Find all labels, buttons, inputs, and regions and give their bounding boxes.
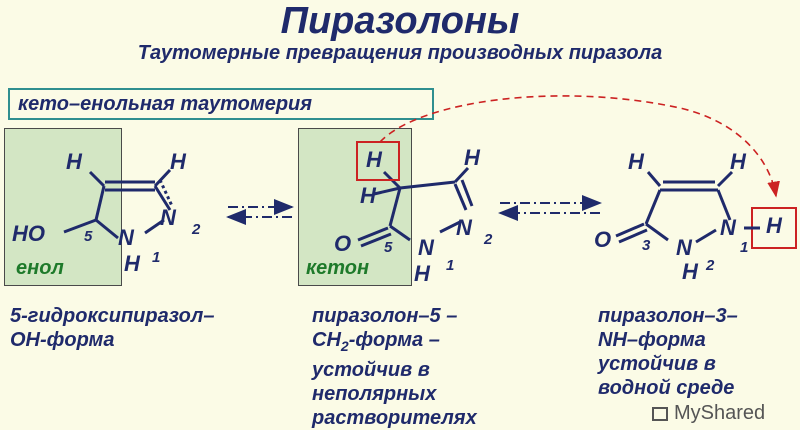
atom-n: N bbox=[720, 215, 736, 240]
equilibrium-arrow-2 bbox=[498, 195, 602, 221]
locant-1: 1 bbox=[152, 249, 161, 266]
bond bbox=[158, 179, 174, 207]
proton-migration-arrow bbox=[379, 95, 780, 198]
bond bbox=[460, 179, 474, 207]
enol-structure bbox=[63, 168, 174, 240]
atom-h: H bbox=[464, 145, 480, 170]
enol-desc-line: 5-гидроксипиразол– bbox=[10, 305, 215, 327]
atom-n: N bbox=[160, 205, 176, 230]
atom-h-highlighted: H bbox=[366, 147, 382, 172]
logo-icon bbox=[652, 407, 668, 421]
bond bbox=[695, 228, 717, 244]
myshared-logo[interactable]: MyShared bbox=[652, 402, 765, 425]
keton-panel bbox=[298, 128, 412, 286]
atom-h: H bbox=[414, 261, 430, 286]
bond bbox=[453, 183, 468, 211]
nh-structure bbox=[615, 170, 734, 244]
atom-h: H bbox=[360, 183, 376, 208]
locant-1: 1 bbox=[446, 257, 455, 274]
bond bbox=[615, 222, 645, 238]
keton-structure bbox=[357, 166, 474, 248]
locant-1: 1 bbox=[740, 239, 749, 256]
keton-desc-line: устойчив в bbox=[312, 359, 430, 381]
nh-desc-line: водной среде bbox=[598, 377, 735, 399]
keto-enol-label: кето–енольная таутомерия bbox=[8, 88, 434, 120]
highlight-h-box-left bbox=[356, 141, 400, 181]
atom-n: N bbox=[118, 225, 134, 250]
atom-h: H bbox=[628, 149, 644, 174]
subscript: 2 bbox=[340, 338, 349, 354]
equilibrium-arrow-1 bbox=[226, 199, 294, 225]
atom-h-highlighted: H bbox=[766, 213, 782, 238]
keton-desc-line: СН2-форма – bbox=[312, 328, 477, 358]
atom-o: O bbox=[594, 227, 612, 252]
nh-description: пиразолон–3– NH–форма устойчив в водной … bbox=[598, 304, 738, 400]
bond bbox=[95, 218, 119, 240]
atom-h: H bbox=[682, 259, 698, 284]
bond bbox=[357, 226, 389, 242]
bond bbox=[399, 180, 456, 190]
atom-h: H bbox=[124, 251, 140, 276]
atom-ho: HO bbox=[12, 221, 45, 246]
enol-desc-line: ОН-форма bbox=[10, 329, 115, 351]
bond bbox=[388, 187, 402, 227]
bond bbox=[618, 228, 648, 244]
keton-tag: кетон bbox=[306, 257, 370, 279]
atom-h: H bbox=[170, 149, 186, 174]
nh-desc-line: пиразолон–3– bbox=[598, 305, 738, 327]
ch-text: СН bbox=[312, 329, 341, 351]
locant-2: 2 bbox=[706, 257, 715, 274]
nh-desc-line: NH–форма bbox=[598, 329, 706, 351]
enol-description: 5-гидроксипиразол– ОН-форма bbox=[10, 304, 214, 352]
locant-2: 2 bbox=[192, 221, 201, 238]
bond bbox=[389, 224, 411, 242]
locant-5: 5 bbox=[84, 228, 93, 245]
atom-n: N bbox=[676, 235, 692, 260]
bond bbox=[644, 189, 662, 225]
bond bbox=[94, 185, 106, 221]
bond bbox=[716, 170, 734, 188]
bond bbox=[153, 168, 172, 188]
bond bbox=[646, 171, 662, 187]
logo-text: MyShared bbox=[674, 402, 766, 424]
bond bbox=[144, 218, 165, 235]
atom-o: O bbox=[334, 231, 352, 256]
atom-n: N bbox=[418, 235, 434, 260]
bond bbox=[453, 166, 470, 184]
keton-desc-line: растворителях bbox=[312, 407, 477, 429]
bond bbox=[63, 218, 97, 234]
form-text: -форма – bbox=[348, 329, 440, 351]
enol-tag: енол bbox=[16, 257, 64, 279]
bond bbox=[645, 222, 669, 242]
nh-desc-line: устойчив в bbox=[598, 353, 716, 375]
keton-desc-line: неполярных bbox=[312, 383, 437, 405]
enol-panel bbox=[4, 128, 122, 286]
bond bbox=[360, 232, 392, 248]
bond bbox=[373, 186, 401, 196]
bond bbox=[439, 220, 461, 234]
keton-description: пиразолон–5 – СН2-форма – устойчив в неп… bbox=[312, 304, 477, 430]
bond bbox=[88, 170, 106, 188]
bond bbox=[716, 189, 732, 221]
atom-h: H bbox=[730, 149, 746, 174]
bond bbox=[153, 185, 172, 211]
page-subtitle: Таутомерные превращения производных пира… bbox=[137, 42, 663, 64]
locant-2: 2 bbox=[484, 231, 493, 248]
atom-h: H bbox=[66, 149, 82, 174]
locant-3: 3 bbox=[642, 237, 651, 254]
page-title: Пиразолоны bbox=[280, 0, 520, 42]
keton-desc-line: пиразолон–5 – bbox=[312, 305, 458, 327]
atom-n: N bbox=[456, 215, 472, 240]
locant-5: 5 bbox=[384, 239, 393, 256]
